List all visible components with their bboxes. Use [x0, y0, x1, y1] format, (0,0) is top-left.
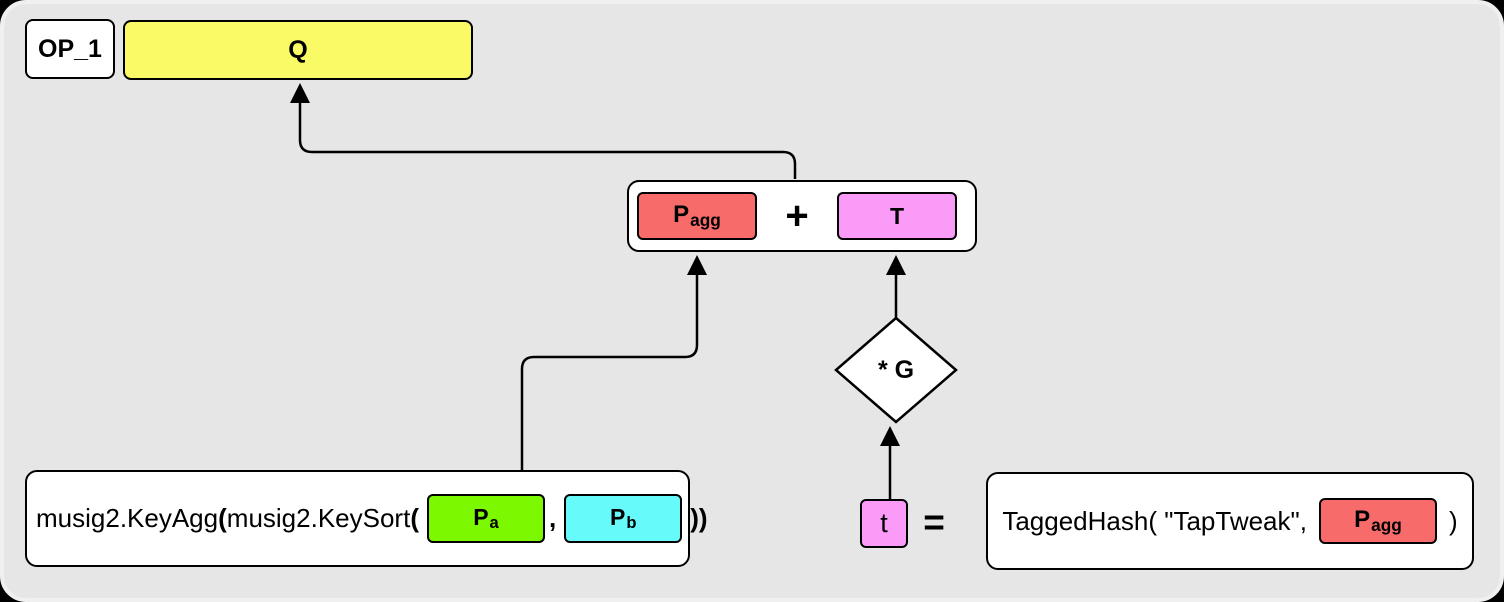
keyagg-call-text: musig2.KeyAgg(musig2.KeySort(	[36, 503, 419, 533]
keyagg-expression-box: musig2.KeyAgg(musig2.KeySort( Pa , Pb ))	[25, 470, 708, 567]
multiply-by-g-label: * G	[877, 355, 915, 384]
pagg-argument-box: Pagg	[1318, 498, 1437, 544]
equals-sign: =	[923, 502, 945, 543]
taggedhash-expression-box: TaggedHash( "TapTweak", Pagg )	[986, 472, 1474, 570]
closing-paren: )	[1448, 505, 1458, 536]
plus-sign: +	[785, 193, 809, 238]
tweak-point-box: T	[837, 192, 957, 240]
pb-box: Pb	[564, 494, 683, 543]
closing-parens: ))	[690, 503, 708, 533]
q-output-box: Q	[123, 20, 473, 80]
pagg-box: Pagg	[637, 192, 757, 240]
tweak-scalar-box: t	[860, 499, 908, 548]
pagg-label: Pagg	[673, 201, 721, 230]
op1-label: OP_1	[38, 34, 102, 63]
q-label: Q	[288, 35, 308, 64]
pagg-argument-label: Pagg	[1354, 506, 1402, 535]
pa-label: Pa	[473, 504, 499, 532]
tweak-scalar-label: t	[880, 508, 888, 538]
pa-box: Pa	[426, 494, 545, 543]
comma-separator: ,	[548, 503, 557, 533]
op1-box: OP_1	[25, 19, 115, 79]
tweak-point-label: T	[889, 202, 905, 229]
pb-label: Pb	[609, 504, 637, 532]
taggedhash-call-text: TaggedHash( "TapTweak",	[1002, 505, 1307, 536]
